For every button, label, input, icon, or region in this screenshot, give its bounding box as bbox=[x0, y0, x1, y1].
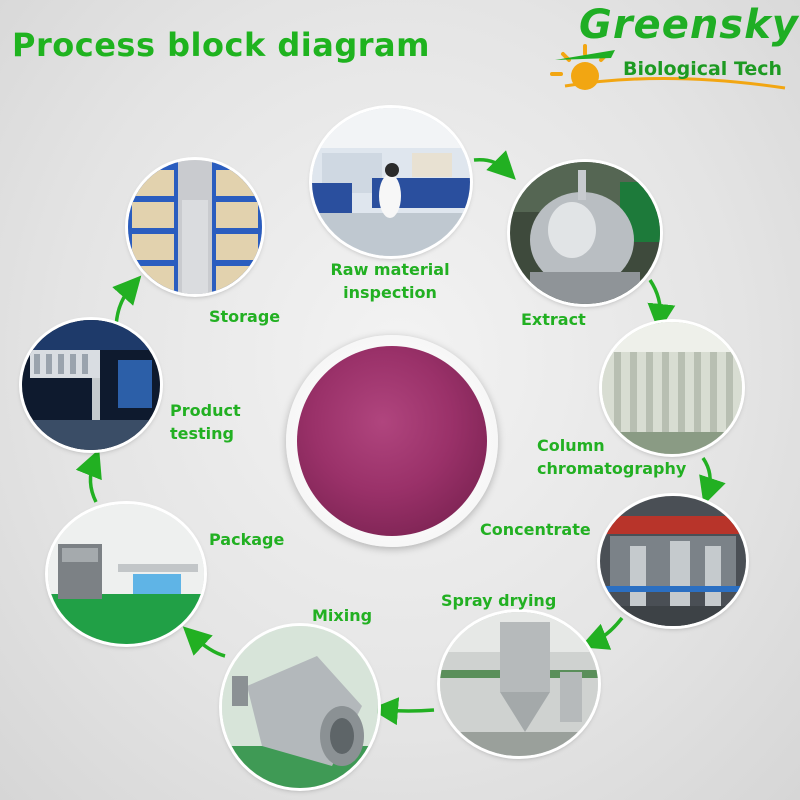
step-label-product-testing: Product testing bbox=[170, 399, 241, 445]
arrow-package-to-testing bbox=[75, 448, 102, 503]
step-label-mixing: Mixing bbox=[312, 606, 373, 625]
package-photo bbox=[48, 504, 204, 644]
step-label-line: inspection bbox=[343, 283, 437, 303]
step-label-extract: Extract bbox=[521, 310, 586, 329]
arrow-spray-to-mixing bbox=[370, 697, 435, 726]
step-label-line: Column bbox=[537, 436, 605, 455]
sun-icon bbox=[550, 44, 786, 90]
arrow-inspection-to-extract bbox=[473, 150, 516, 180]
logo-name: Greensky bbox=[579, 2, 799, 48]
step-label-storage: Storage bbox=[209, 307, 281, 326]
storage-photo bbox=[128, 160, 262, 294]
arrow-extract-to-column bbox=[647, 279, 676, 332]
step-label-column-chromatography: Column chromatography bbox=[537, 434, 686, 480]
purple-powder bbox=[297, 346, 487, 536]
step-label-spray-drying: Spray drying bbox=[441, 591, 557, 610]
mixing-photo bbox=[222, 626, 378, 788]
arrow-column-to-concentrate bbox=[699, 457, 726, 506]
product-testing-photo bbox=[22, 320, 160, 450]
arrow-mixing-to-package bbox=[182, 626, 226, 658]
page-title: Process block diagram bbox=[12, 26, 430, 64]
purple-powder-dish-image bbox=[286, 335, 498, 547]
step-label-line: chromatography bbox=[537, 459, 687, 479]
extract-photo bbox=[510, 162, 660, 304]
arrow-testing-to-storage bbox=[112, 275, 142, 331]
step-label-package: Package bbox=[209, 530, 285, 549]
step-label-concentrate: Concentrate bbox=[480, 520, 591, 539]
spray-drying-photo bbox=[440, 612, 598, 756]
greensky-logo: Greensky Biological Tech bbox=[545, 2, 799, 94]
arrow-concentrate-to-spray bbox=[580, 616, 624, 650]
step-label-raw-material-inspection: Raw material inspection bbox=[312, 258, 468, 304]
concentrate-photo bbox=[600, 496, 746, 626]
raw-material-inspection-photo bbox=[312, 108, 470, 256]
step-label-line: Raw material bbox=[330, 260, 450, 279]
step-label-line: testing bbox=[170, 424, 234, 444]
logo-subtitle: Biological Tech bbox=[623, 58, 783, 80]
step-label-line: Product bbox=[170, 401, 241, 420]
